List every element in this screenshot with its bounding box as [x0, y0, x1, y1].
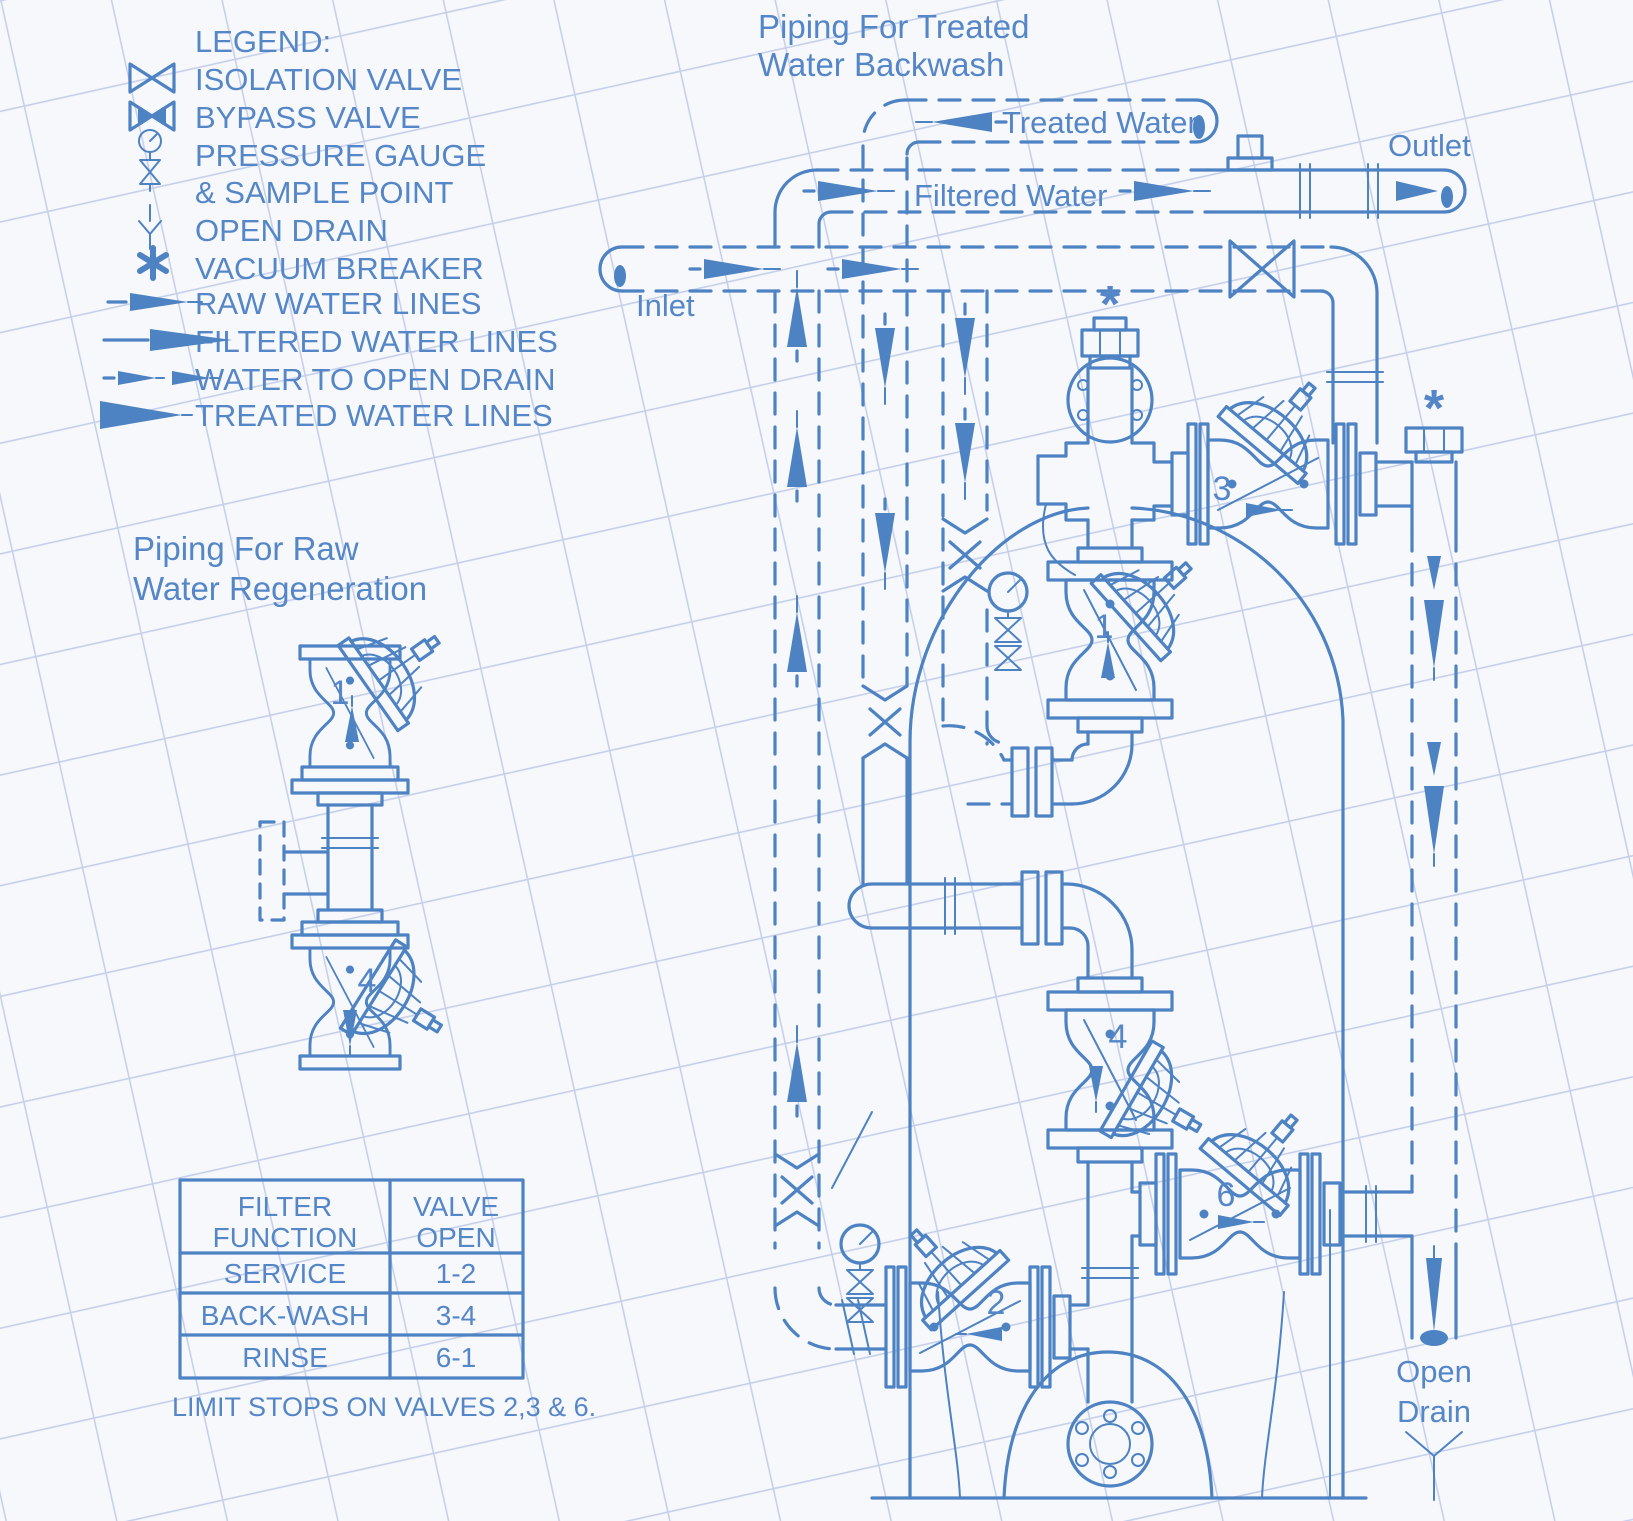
legend-item-filtered-water-lines: FILTERED WATER LINES [195, 324, 558, 359]
valve-2-number: 2 [987, 1284, 1006, 1322]
legend-heading: LEGEND: [195, 24, 331, 59]
label-inlet: Inlet [636, 288, 695, 323]
valve-6-assembly: 6 [1130, 1082, 1414, 1276]
standpipe-top: * [1036, 276, 1174, 576]
table-header-function-line2: FUNCTION [213, 1222, 358, 1253]
filtered-water-line: Filtered Water Outlet [773, 128, 1471, 249]
title-raw-regeneration-line2: Water Regeneration [133, 570, 427, 607]
title-raw-regeneration-line1: Piping For Raw [133, 530, 359, 567]
legend-item-raw-water-lines: RAW WATER LINES [195, 286, 481, 321]
valve-3-assembly: 3 [1170, 350, 1414, 546]
valve-6-number: 6 [1217, 1176, 1236, 1214]
service-riser [941, 289, 1029, 806]
table-header-valve-line2: OPEN [416, 1222, 495, 1253]
legend-item-pressure-gauge: PRESSURE GAUGE [195, 138, 486, 173]
title-treated-backwash-line2: Water Backwash [758, 46, 1004, 83]
table-row-rinse-valves: 6-1 [436, 1342, 476, 1373]
open-drain-funnel-icon [1405, 1431, 1463, 1501]
vacuum-breaker-icon-2: * [1424, 380, 1445, 438]
raw-water-lines-icon [106, 293, 203, 311]
treated-water-line: Treated Water [861, 98, 1219, 156]
table-row-service-function: SERVICE [224, 1258, 346, 1289]
label-open-drain-line2: Drain [1397, 1394, 1471, 1429]
table-row-backwash-function: BACK-WASH [201, 1300, 370, 1331]
valve-4-assembly: 4 [1046, 976, 1227, 1404]
note-limit-stops: LIMIT STOPS ON VALVES 2,3 & 6. [172, 1392, 596, 1422]
table-row-backwash-valves: 3-4 [436, 1300, 476, 1331]
water-to-open-drain-icon [102, 371, 219, 385]
bypass-valve-icon [128, 100, 176, 132]
inlet-line: Inlet [598, 239, 1384, 445]
table-header-valve-line1: VALVE [413, 1191, 499, 1222]
open-drain-standpipe: * Open Drain [1396, 380, 1472, 1501]
legend-item-bypass-valve: BYPASS VALVE [195, 100, 421, 135]
filter-function-table: FILTER FUNCTION VALVE OPEN SERVICE 1-2 B… [178, 1178, 525, 1380]
legend-item-treated-water-lines: TREATED WATER LINES [195, 398, 553, 433]
table-row-service-valves: 1-2 [436, 1258, 476, 1289]
open-drain-icon [138, 204, 162, 250]
pressure-gauge-icon [138, 129, 162, 192]
table-header-function-line1: FILTER [238, 1191, 332, 1222]
raw-water-riser [773, 269, 888, 1355]
valve-4-number: 4 [1109, 1018, 1128, 1056]
regen-valve-4-number: 4 [358, 962, 377, 1000]
label-outlet: Outlet [1388, 128, 1471, 163]
label-filtered-water: Filtered Water [914, 178, 1108, 213]
legend-item-water-to-open-drain: WATER TO OPEN DRAIN [195, 362, 556, 397]
tank-bottom-flange [1066, 1400, 1154, 1488]
vacuum-breaker-icon: * [1100, 276, 1121, 334]
legend: LEGEND: ISOLATION VALVE BYPASS VALVE PRE… [100, 24, 558, 433]
table-row-rinse-function: RINSE [242, 1342, 328, 1373]
valve-1-assembly: 1 [1010, 518, 1225, 818]
legend-item-vacuum-breaker: VACUUM BREAKER [195, 251, 484, 286]
valve-3-number: 3 [1213, 470, 1232, 508]
isolation-valve-icon [128, 62, 176, 94]
title-treated-backwash: Piping For Treated Water Backwash [758, 8, 1029, 83]
vacuum-breaker-icon [137, 245, 169, 281]
treated-water-lines-icon [100, 401, 193, 429]
title-treated-backwash-line1: Piping For Treated [758, 8, 1029, 45]
filtered-water-lines-icon [102, 329, 232, 351]
legend-item-isolation-valve: ISOLATION VALVE [195, 62, 462, 97]
legend-item-sample-point: & SAMPLE POINT [195, 175, 453, 210]
inlet-isolation-valve-icon [1228, 239, 1296, 299]
valve-2-assembly: 2 [873, 1196, 1090, 1389]
regeneration-diagram: 1 4 [258, 595, 469, 1075]
valve-1-number: 1 [1095, 608, 1114, 646]
regen-valve-1-number: 1 [331, 674, 350, 712]
label-treated-water: Treated Water [1002, 105, 1198, 140]
title-raw-regeneration: Piping For Raw Water Regeneration [133, 530, 427, 607]
legend-item-open-drain: OPEN DRAIN [195, 213, 388, 248]
label-open-drain-line1: Open [1396, 1354, 1472, 1389]
